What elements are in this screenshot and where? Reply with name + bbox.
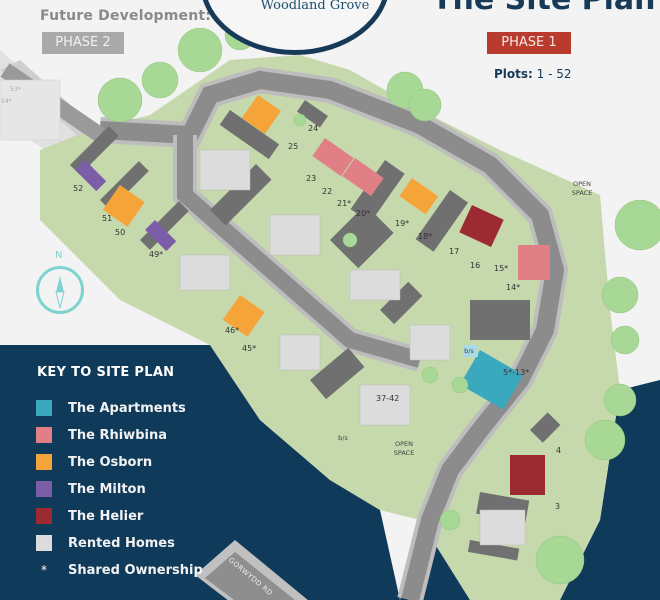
legend-label: The Rhiwbina: [68, 427, 167, 443]
legend-label: The Helier: [68, 508, 144, 524]
plot-label-phase2: 53*: [10, 86, 21, 93]
plot-label: 52: [73, 184, 84, 193]
swatch-helier-icon: [36, 508, 52, 524]
plot-label: 18*: [418, 232, 433, 241]
legend-item-helier: The Helier: [36, 507, 143, 525]
plot-label: 45*: [242, 344, 257, 353]
plot-label: 16: [470, 261, 481, 270]
phase1-badge: PHASE 1: [487, 32, 571, 54]
plot-label: 4: [556, 446, 562, 455]
swatch-rented-icon: [36, 535, 52, 551]
bin-store-label: b/s: [338, 434, 348, 442]
bin-store-label: b/s: [464, 347, 474, 355]
open-space-label: OPEN SPACE: [393, 440, 415, 457]
legend-item-milton: The Milton: [36, 480, 146, 498]
plot-label: 20*: [356, 209, 371, 218]
logo-text: Woodland Grove: [260, 0, 370, 13]
swatch-rhiwbina-icon: [36, 427, 52, 443]
phase2-badge: PHASE 2: [42, 32, 124, 54]
swatch-apartments-icon: [36, 400, 52, 416]
page-title: The Site Plan: [432, 0, 656, 17]
compass-icon: [36, 266, 84, 314]
plot-label: 3: [555, 502, 561, 511]
navy-panel-right: [560, 380, 660, 600]
legend-label: The Osborn: [68, 454, 153, 470]
plot-label: 37-42: [376, 394, 400, 403]
legend-item-rhiwbina: The Rhiwbina: [36, 426, 167, 444]
legend-label: Shared Ownership: [68, 562, 203, 578]
legend-item-osborn: The Osborn: [36, 453, 152, 471]
plot-label: 21*: [337, 199, 352, 208]
plot-label: 5*-13*: [503, 368, 530, 377]
open-space-label: OPEN SPACE: [571, 180, 593, 197]
legend-item-shared-ownership: * Shared Ownership: [36, 561, 203, 579]
plot-label: 46*: [225, 326, 240, 335]
plot-label: 19*: [395, 219, 410, 228]
asterisk-icon: *: [41, 563, 47, 577]
legend-label: The Milton: [68, 481, 146, 497]
plots-value: 1 - 52: [536, 67, 572, 81]
legend-label: Rented Homes: [68, 535, 175, 551]
compass-north-label: N: [55, 250, 63, 261]
plot-label: 49*: [149, 250, 164, 259]
plot-label-phase2: 54*: [1, 98, 12, 105]
future-development-label: Future Development:: [40, 8, 212, 24]
plot-label: 22: [322, 187, 333, 196]
plot-label: 17: [449, 247, 460, 256]
legend-item-apartments: The Apartments: [36, 399, 186, 417]
plot-label: 15*: [494, 264, 509, 273]
legend-label: The Apartments: [68, 400, 186, 416]
plot-label: 50: [115, 228, 126, 237]
plot-label: 24: [308, 124, 319, 133]
swatch-osborn-icon: [36, 454, 52, 470]
legend-item-rented-homes: Rented Homes: [36, 534, 175, 552]
plot-label: 51: [102, 214, 113, 223]
navy-panel: [0, 345, 400, 600]
swatch-milton-icon: [36, 481, 52, 497]
plot-label: 14*: [506, 283, 521, 292]
plots-range: Plots: 1 - 52: [494, 67, 572, 81]
plots-label: Plots:: [494, 67, 533, 81]
plot-label: 23: [306, 174, 317, 183]
legend-title: KEY TO SITE PLAN: [37, 365, 175, 380]
plot-label: 25: [288, 142, 299, 151]
